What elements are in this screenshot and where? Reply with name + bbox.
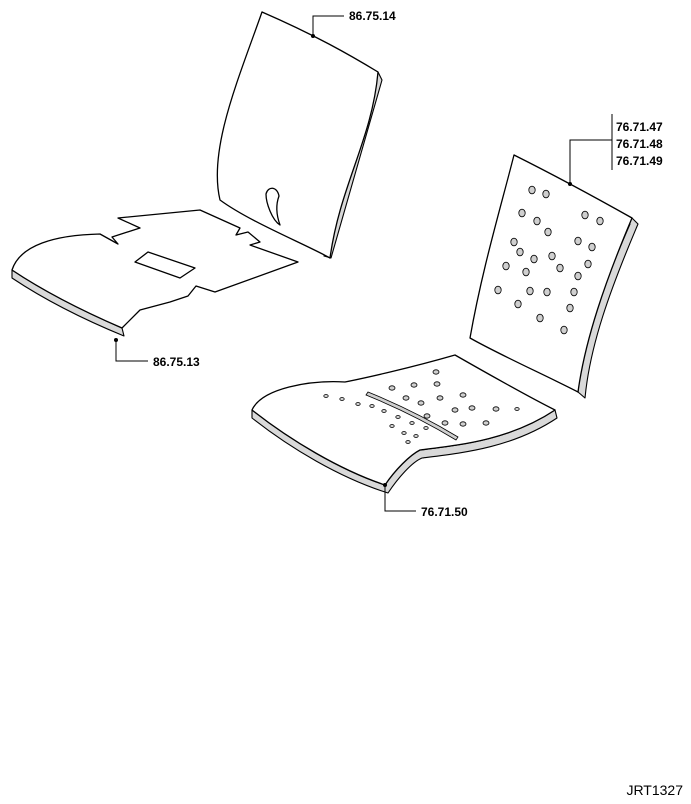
leader-seat-cover-dot [114, 338, 118, 342]
seat-cover-part [11, 209, 299, 337]
callout-back-panel-3: 76.71.49 [616, 154, 663, 168]
callout-seat-panel: 76.71.50 [421, 505, 468, 519]
back-panel-part [469, 154, 639, 399]
seat-panel-part [251, 354, 558, 494]
callout-back-cover: 86.75.14 [349, 9, 396, 23]
leader-seat-panel [384, 485, 416, 512]
leader-back-cover [312, 15, 344, 36]
callout-seat-cover: 86.75.13 [153, 355, 200, 369]
leader-back-panel-dot [568, 182, 572, 186]
back-panel-holes [494, 185, 604, 335]
leader-seat-cover [115, 340, 148, 362]
leader-seat-panel-dot [383, 483, 387, 487]
back-cover-part [216, 11, 383, 259]
leader-lines [114, 15, 613, 512]
leader-back-panel [569, 139, 612, 184]
drawing-reference: JRT1327 [626, 782, 683, 798]
leader-back-cover-dot [311, 34, 315, 38]
callout-back-panel-1: 76.71.47 [616, 120, 663, 134]
seat-panel-holes [323, 369, 520, 444]
callout-back-panel-2: 76.71.48 [616, 137, 663, 151]
